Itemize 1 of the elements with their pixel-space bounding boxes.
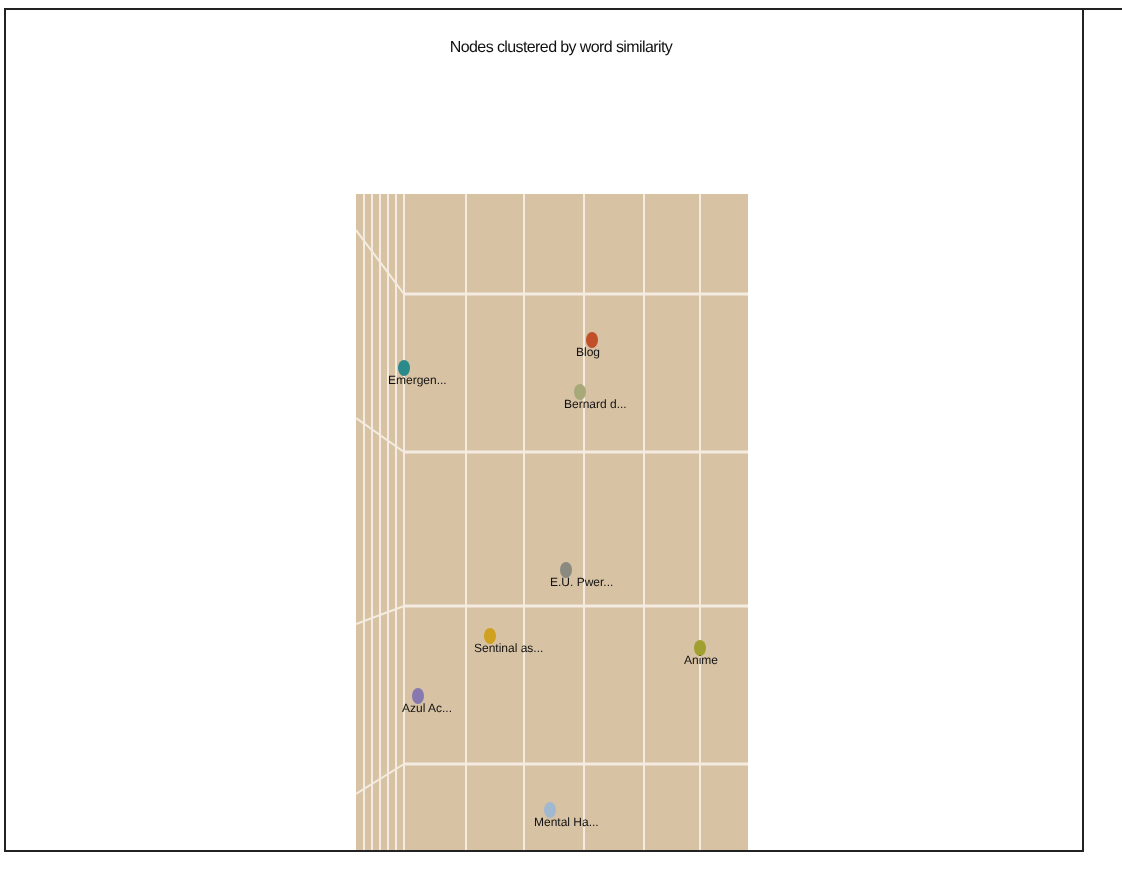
chart-title: Nodes clustered by word similarity [447, 38, 675, 56]
